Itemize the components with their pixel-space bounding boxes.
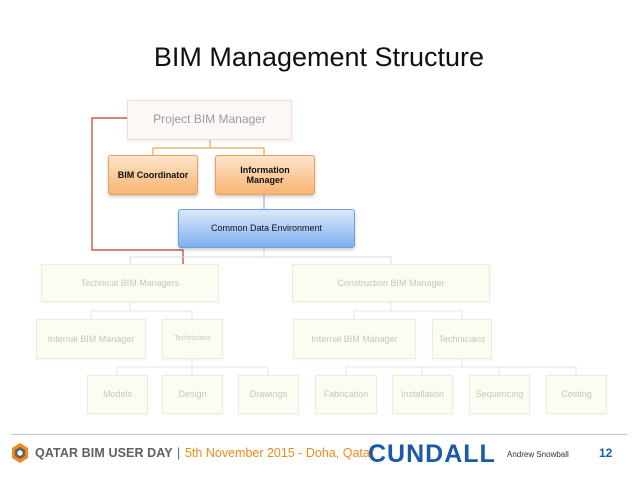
leaf-label: Drawings [249,389,288,400]
common-data-environment-label: Common Data Environment [210,223,323,234]
technicians-technical-box: Technicians [162,319,223,359]
leaf-label: Sequencing [475,389,524,400]
bim-coordinator-box: BIM Coordinator [108,155,198,195]
leaf-sequencing-box: Sequencing [469,375,530,414]
information-manager-label-line2: Manager [246,175,284,185]
orange-connector-information [210,147,265,155]
leaf-models-box: Models [87,375,148,414]
technical-bim-managers-box: Technical BIM Managers [41,264,219,302]
leaf-label: Costing [561,389,592,400]
leaf-drawings-box: Drawings [238,375,299,414]
construction-bim-manager-box: Construction BIM Manager [292,264,490,302]
event-name: QATAR BIM USER DAY [35,446,173,460]
leaf-label: Installation [400,389,445,400]
technicians-construction-box: Technicians [432,319,492,359]
leaf-fabrication-box: Fabrication [315,375,377,414]
internal-bim-manager-construction-box: Internal BIM Manager [293,319,416,359]
project-bim-manager-label: Project BIM Manager [153,112,266,127]
leaf-label: Models [102,389,132,400]
leaf-label: Fabrication [323,389,369,400]
event-separator: | [177,446,181,460]
leaf-installation-box: Installation [392,375,453,414]
internal-bim-manager-technical-box: Internal BIM Manager [36,319,146,359]
information-manager-label-line1: Information [240,164,290,175]
footer-divider [11,434,627,435]
qatar-bim-logo-icon [12,443,28,463]
technical-bim-managers-label: Technical BIM Managers [80,277,180,288]
author-name: Andrew Snowball [507,450,569,459]
event-date: 5th November 2015 - Doha, Qatar [185,446,374,460]
connector-level2b [264,256,392,264]
orange-connector-coordinator [152,140,211,155]
technicians-construction-label: Technicians [438,333,486,344]
page-number: 12 [599,446,613,460]
red-connector [91,117,184,264]
information-manager-box: Information Manager [215,155,315,195]
common-data-environment-box: Common Data Environment [178,209,355,248]
project-bim-manager-box: Project BIM Manager [127,100,292,140]
slide-title: BIM Management Structure [153,42,485,72]
technicians-technical-label: Technicians [174,334,211,342]
construction-bim-manager-label: Construction BIM Manager [337,277,445,288]
leaf-costing-box: Costing [546,375,607,414]
internal-bim-manager-construction-label: Internal BIM Manager [311,333,398,344]
leaf-label: Design [178,389,207,400]
connector-level2 [129,248,265,264]
leaf-design-box: Design [162,375,223,414]
internal-bim-manager-technical-label: Internal BIM Manager [47,333,135,344]
bim-coordinator-label: BIM Coordinator [117,169,189,180]
cundall-logo: CUNDALL [368,440,496,468]
